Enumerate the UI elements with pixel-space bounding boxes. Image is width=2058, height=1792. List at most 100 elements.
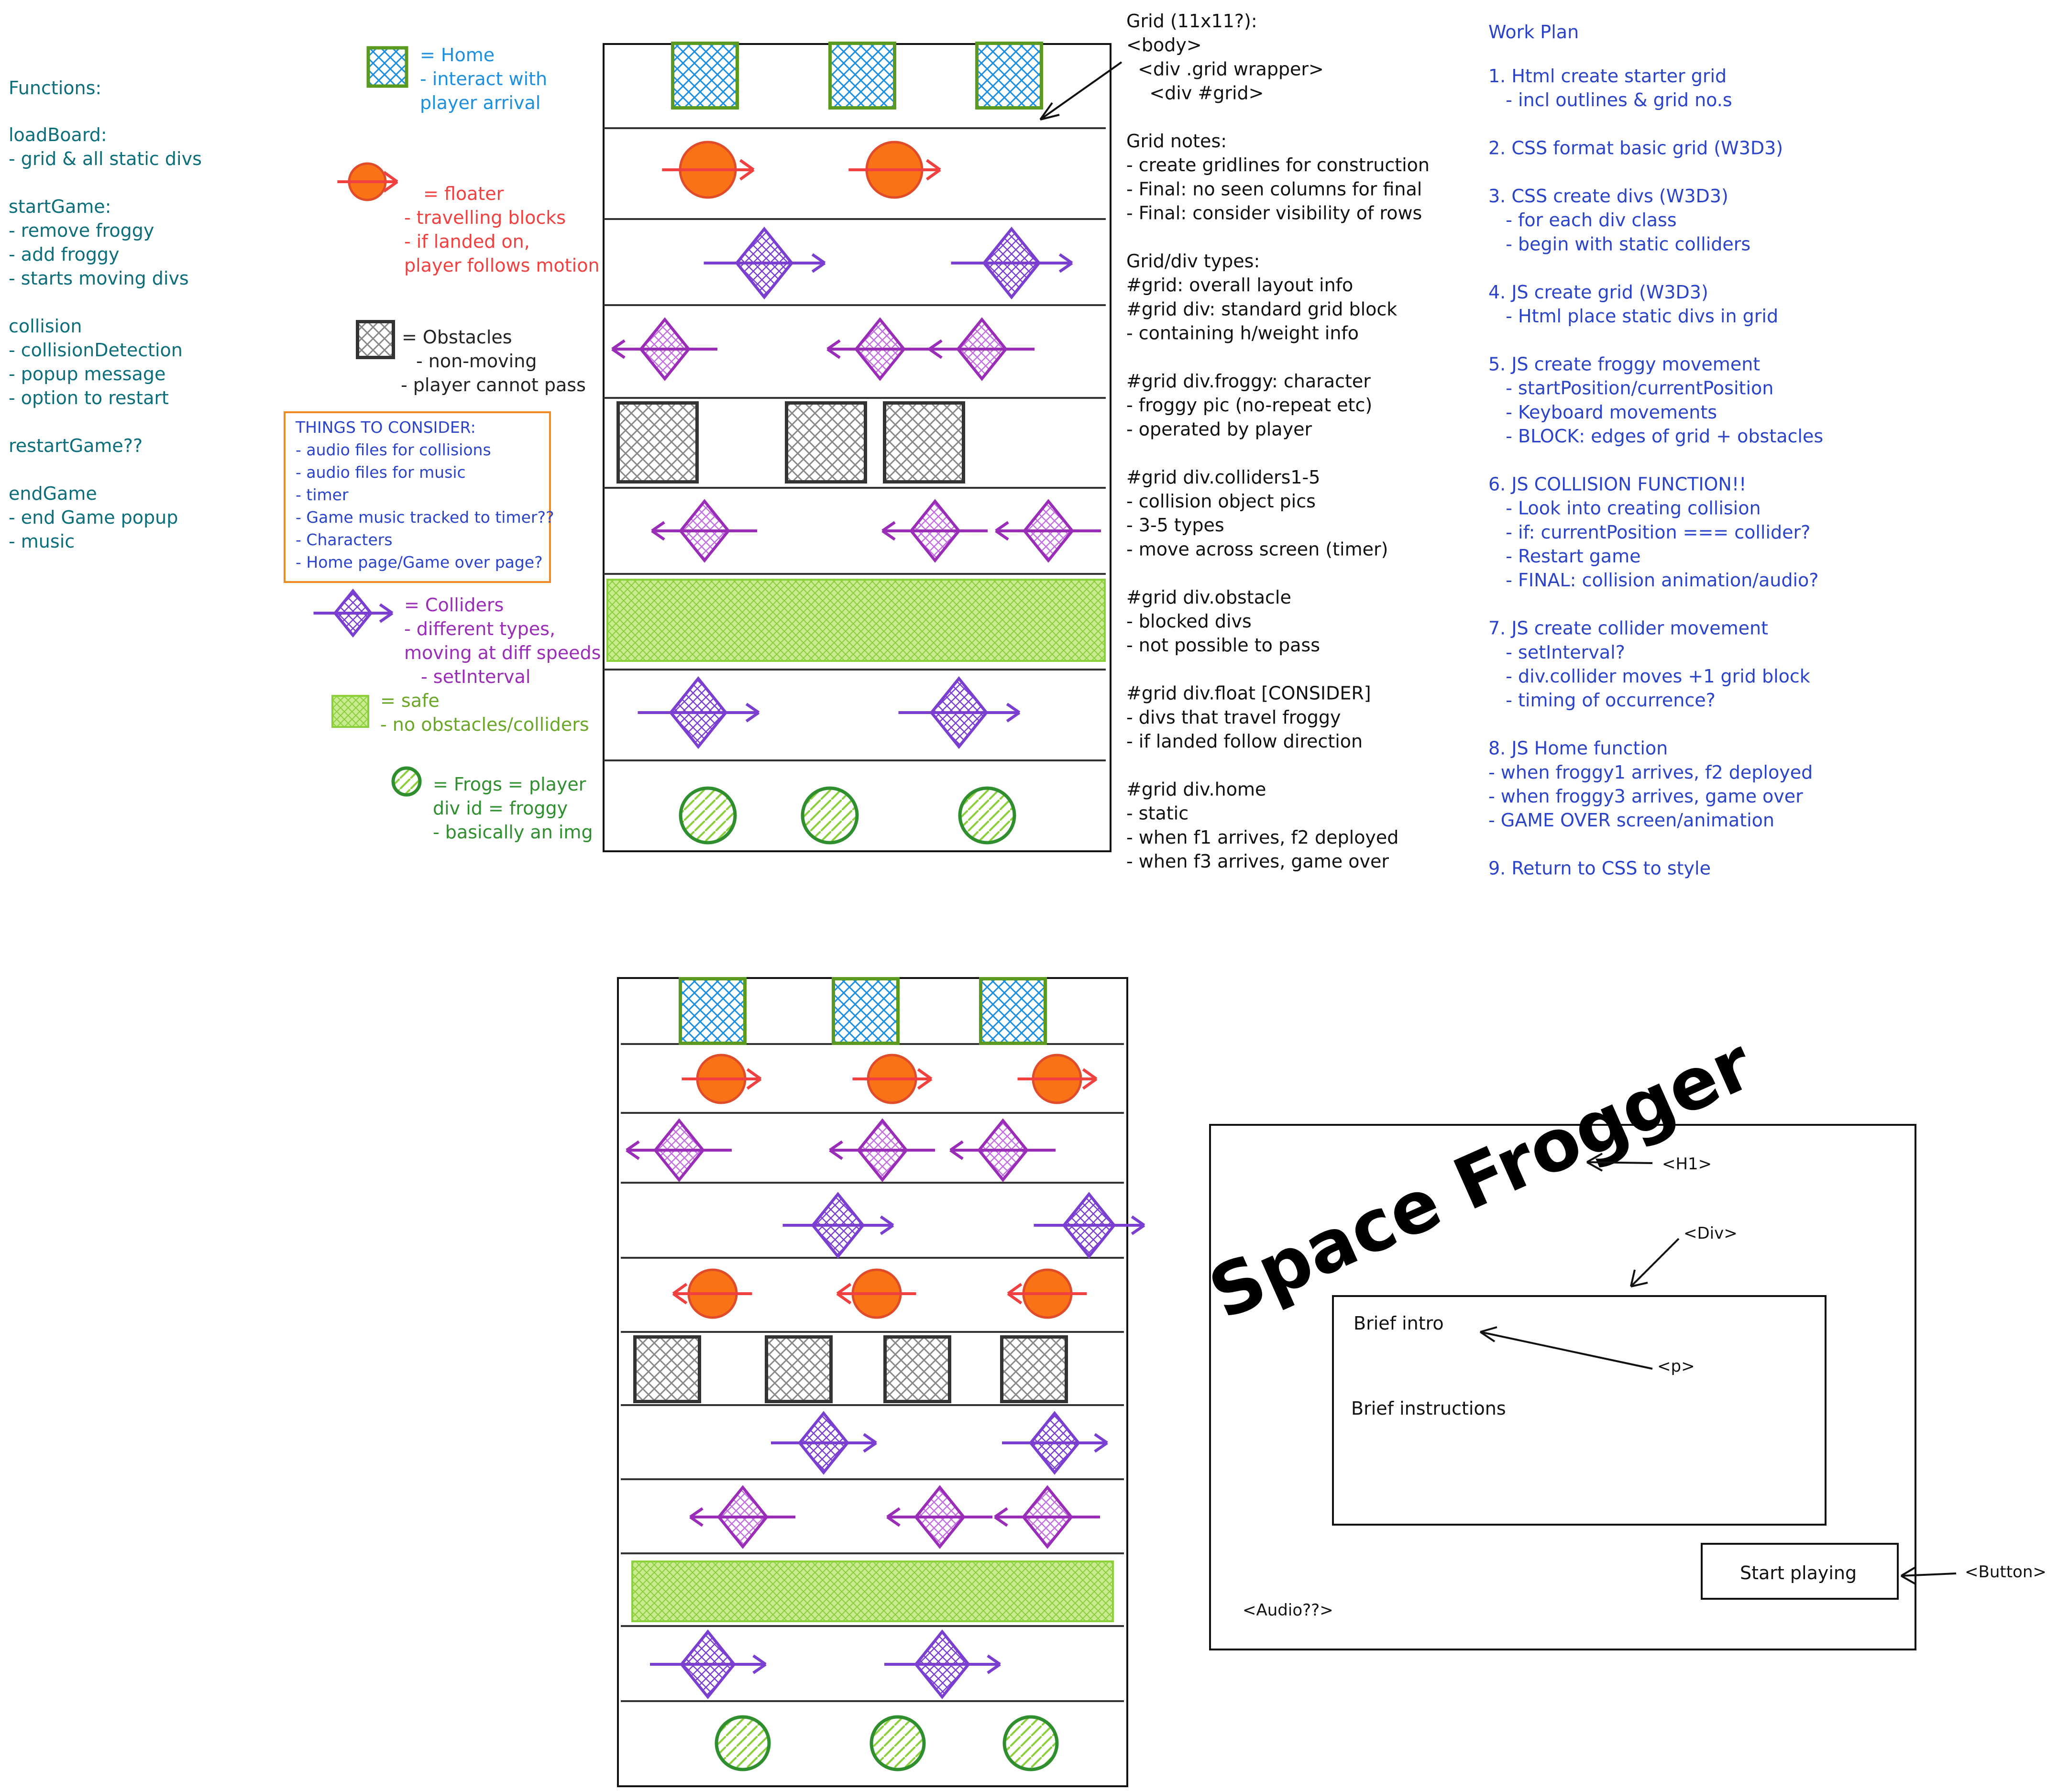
note-line: <body> bbox=[1126, 34, 1202, 55]
fn-loadboard-line: - grid & all static divs bbox=[9, 148, 202, 169]
frog-icon bbox=[869, 1715, 926, 1771]
floater-icon bbox=[337, 162, 398, 201]
collider-icon bbox=[884, 1629, 1001, 1699]
plan-line: - incl outlines & grid no.s bbox=[1488, 89, 1732, 110]
note-line: - Final: no seen columns for final bbox=[1126, 178, 1422, 199]
fn-startgame-line3: - starts moving divs bbox=[9, 268, 189, 289]
collider-icon bbox=[951, 226, 1073, 300]
note-line: #grid div.obstacle bbox=[1126, 587, 1291, 608]
collider-icon bbox=[994, 1485, 1100, 1549]
consider-item-4: - Game music tracked to timer?? bbox=[296, 508, 554, 527]
safe-zone-icon bbox=[606, 579, 1106, 662]
collider-icon bbox=[611, 317, 717, 381]
plan-line: 1. Html create starter grid bbox=[1488, 66, 1727, 87]
plan-line: - BLOCK: edges of grid + obstacles bbox=[1488, 426, 1823, 447]
note-line: - create gridlines for construction bbox=[1126, 154, 1430, 176]
fn-startgame-line2: - add froggy bbox=[9, 244, 120, 265]
functions-list: Functions: loadBoard: - grid & all stati… bbox=[9, 77, 202, 552]
grid-wrapper-arrow bbox=[1039, 61, 1123, 121]
frog-icon bbox=[391, 766, 422, 797]
floater-icon bbox=[852, 1054, 933, 1104]
fn-loadboard: loadBoard: bbox=[9, 124, 107, 145]
home-icon bbox=[828, 42, 896, 110]
work-plan: 1. Html create starter grid - incl outli… bbox=[1488, 22, 1823, 879]
note-line: - not possible to pass bbox=[1126, 635, 1320, 656]
legend-floater-3: - if landed on, bbox=[404, 231, 530, 252]
collider-icon bbox=[928, 317, 1035, 381]
note-line: - static bbox=[1126, 803, 1189, 824]
legend-floater-2: - travelling blocks bbox=[404, 207, 566, 228]
legend-safe-2: - no obstacles/colliders bbox=[380, 714, 589, 735]
safe-zone-icon bbox=[331, 695, 369, 728]
plan-line: 8. JS Home function bbox=[1488, 738, 1668, 759]
obstacle-icon bbox=[785, 401, 867, 484]
collider-icon bbox=[898, 676, 1021, 749]
fn-endgame-line2: - music bbox=[9, 531, 75, 552]
note-line: - collision object pics bbox=[1126, 491, 1316, 512]
home-icon bbox=[975, 42, 1043, 110]
note-line: <div .grid wrapper> bbox=[1126, 58, 1324, 79]
note-line: #grid div: standard grid block bbox=[1126, 298, 1397, 319]
start-screen-instructions: Brief instructions bbox=[1351, 1398, 1506, 1419]
start-screen-div bbox=[1332, 1295, 1827, 1526]
legend-home-3: player arrival bbox=[420, 92, 540, 113]
legend-frogs-1: = Frogs = player bbox=[433, 774, 586, 795]
note-line: #grid div.float [CONSIDER] bbox=[1126, 683, 1371, 704]
legend-colliders-1: = Colliders bbox=[404, 594, 504, 616]
fn-collision: collision bbox=[9, 316, 82, 337]
start-playing-button[interactable] bbox=[1701, 1543, 1899, 1600]
note-line: - move across screen (timer) bbox=[1126, 539, 1388, 560]
note-line: - Final: consider visibility of rows bbox=[1126, 203, 1422, 224]
button-tag: <Button> bbox=[1965, 1562, 2047, 1582]
note-line: - operated by player bbox=[1126, 418, 1312, 440]
note-line: - divs that travel froggy bbox=[1126, 707, 1341, 728]
floater-icon bbox=[672, 1268, 752, 1319]
p-tag: <p> bbox=[1657, 1357, 1695, 1376]
work-plan-title: Work Plan bbox=[1488, 22, 1579, 43]
audio-tag: <Audio??> bbox=[1243, 1601, 1333, 1620]
home-icon bbox=[679, 977, 747, 1045]
frog-icon bbox=[958, 786, 1016, 845]
consider-item-6: - Home page/Game over page? bbox=[296, 553, 543, 572]
plan-line: 7. JS create collider movement bbox=[1488, 618, 1768, 639]
start-playing-button-label: Start playing bbox=[1740, 1562, 1857, 1583]
collider-icon bbox=[704, 226, 826, 300]
legend-home-2: - interact with bbox=[420, 68, 547, 89]
frog-icon bbox=[801, 786, 859, 845]
note-line: #grid div.froggy: character bbox=[1126, 371, 1371, 392]
fn-startgame: startGame: bbox=[9, 196, 111, 217]
obstacle-icon bbox=[883, 1335, 951, 1403]
consider-item-2: - audio files for music bbox=[296, 463, 466, 482]
legend-icons bbox=[313, 46, 422, 797]
collider-icon bbox=[949, 1118, 1056, 1182]
consider-item-5: - Characters bbox=[296, 530, 393, 549]
start-screen-intro: Brief intro bbox=[1354, 1313, 1444, 1334]
collider-icon bbox=[650, 1629, 767, 1699]
note-line: <div #grid> bbox=[1126, 83, 1264, 104]
collider-icon bbox=[829, 1118, 935, 1182]
legend-obstacle-1: = Obstacles bbox=[402, 327, 512, 348]
consider-title: THINGS TO CONSIDER: bbox=[295, 418, 476, 437]
collider-icon bbox=[1034, 1192, 1145, 1259]
frog-icon bbox=[715, 1715, 771, 1771]
plan-line: - Keyboard movements bbox=[1488, 402, 1717, 423]
plan-line: - for each div class bbox=[1488, 209, 1677, 231]
legend-colliders-4: - setInterval bbox=[421, 666, 530, 687]
plan-line: 5. JS create froggy movement bbox=[1488, 353, 1760, 374]
plan-line: - FINAL: collision animation/audio? bbox=[1488, 570, 1818, 591]
legend-obstacle-2: - non-moving bbox=[416, 351, 537, 372]
obstacle-icon bbox=[765, 1335, 833, 1403]
fn-restartgame: restartGame?? bbox=[9, 435, 143, 456]
note-line: - blocked divs bbox=[1126, 611, 1252, 632]
fn-startgame-line1: - remove froggy bbox=[9, 220, 154, 241]
plan-line: - startPosition/currentPosition bbox=[1488, 378, 1773, 399]
functions-title: Functions: bbox=[9, 77, 101, 99]
start-screen-mockup: Space Frogger Brief intro Brief instruct… bbox=[1198, 1022, 2047, 1650]
fn-collision-line3: - option to restart bbox=[9, 387, 169, 408]
note-line: #grid div.home bbox=[1126, 779, 1266, 800]
fn-endgame: endGame bbox=[9, 483, 97, 504]
plan-line: 6. JS COLLISION FUNCTION!! bbox=[1488, 473, 1746, 495]
plan-line: 9. Return to CSS to style bbox=[1488, 858, 1711, 879]
floater-icon bbox=[848, 141, 941, 199]
plan-line: - div.collider moves +1 grid block bbox=[1488, 666, 1810, 687]
